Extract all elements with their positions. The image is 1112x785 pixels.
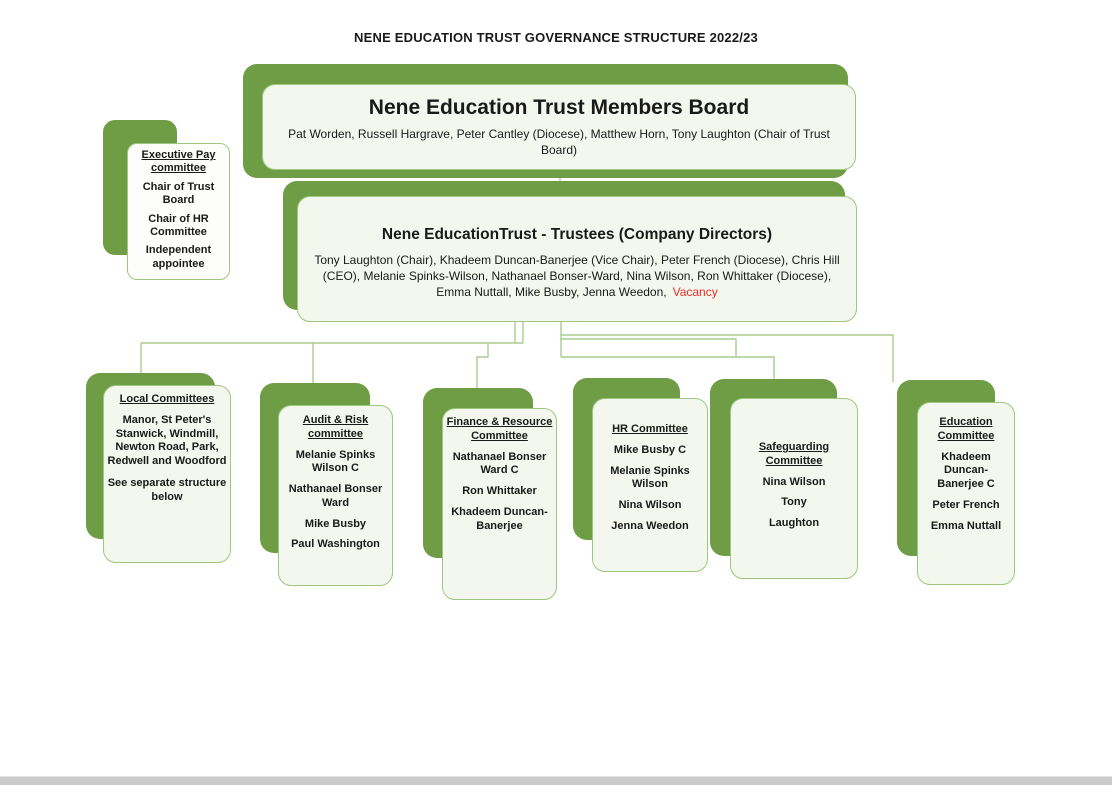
committee-member: Mike Busby C bbox=[613, 443, 687, 456]
committee-member: Tony bbox=[781, 496, 807, 509]
committee-member: Melanie Spinks Wilson C bbox=[295, 448, 376, 475]
committee-member: Jenna Weedon bbox=[611, 519, 689, 532]
trustees-panel: Nene EducationTrust - Trustees (Company … bbox=[297, 196, 857, 322]
hr-committee-panel: HR Committee Mike Busby C Melanie Spinks… bbox=[592, 398, 708, 572]
committee-member: Nina Wilson bbox=[762, 475, 826, 488]
committee-member: Nathanael Bonser Ward C bbox=[452, 450, 547, 477]
trustees-members: Tony Laughton (Chair), Khadeem Duncan-Ba… bbox=[312, 252, 842, 301]
page-title: NENE EDUCATION TRUST GOVERNANCE STRUCTUR… bbox=[354, 30, 758, 45]
trustees-box: Nene EducationTrust - Trustees (Company … bbox=[283, 181, 858, 323]
trustees-title: Nene EducationTrust - Trustees (Company … bbox=[381, 225, 773, 243]
committee-member: Paul Washington bbox=[291, 538, 380, 551]
committee-member: Khadeem Duncan-Banerjee C bbox=[937, 450, 995, 491]
hr-committee-box: HR Committee Mike Busby C Melanie Spinks… bbox=[573, 378, 709, 573]
members-board-title: Nene Education Trust Members Board bbox=[368, 95, 750, 119]
safeguarding-title: Safeguarding Committee bbox=[758, 441, 830, 467]
safeguarding-committee-box: Safeguarding Committee Nina Wilson Tony … bbox=[710, 379, 859, 579]
horizontal-scrollbar-track[interactable] bbox=[0, 776, 1112, 785]
local-committees-panel: Local Committees Manor, St Peter's Stanw… bbox=[103, 385, 231, 563]
executive-pay-title: Executive Pay committee bbox=[141, 149, 216, 175]
local-committees-schools: Manor, St Peter's Stanwick, Windmill, Ne… bbox=[107, 413, 227, 467]
members-board-box: Nene Education Trust Members Board Pat W… bbox=[243, 64, 857, 180]
audit-risk-committee-box: Audit & Risk committee Melanie Spinks Wi… bbox=[260, 383, 394, 587]
finance-resource-committee-box: Finance & Resource Committee Nathanael B… bbox=[423, 388, 558, 600]
executive-pay-committee-box: Executive Pay committee Chair of Trust B… bbox=[103, 120, 233, 282]
members-board-panel: Nene Education Trust Members Board Pat W… bbox=[262, 84, 856, 170]
committee-member: Melanie Spinks Wilson bbox=[610, 464, 690, 491]
executive-pay-item: Independent appointee bbox=[145, 244, 212, 270]
local-committees-note: See separate structure below bbox=[107, 476, 227, 503]
executive-pay-item: Chair of HR Committee bbox=[148, 212, 209, 239]
connector-drop-finance bbox=[476, 343, 489, 390]
trustees-members-text: Tony Laughton (Chair), Khadeem Duncan-Ba… bbox=[314, 252, 840, 300]
local-committees-box: Local Committees Manor, St Peter's Stanw… bbox=[86, 373, 232, 565]
connector-right-rail-step bbox=[561, 338, 737, 357]
committee-member: Laughton bbox=[768, 517, 820, 529]
committee-member: Nathanael Bonser Ward bbox=[288, 483, 383, 509]
executive-pay-item: Chair of Trust Board bbox=[142, 180, 215, 207]
connector-right-rail-education bbox=[561, 334, 894, 382]
committee-member: Nina Wilson bbox=[618, 499, 682, 511]
committee-member: Emma Nuttall bbox=[930, 519, 1002, 532]
audit-risk-title: Audit & Risk committee bbox=[302, 414, 369, 440]
executive-pay-panel: Executive Pay committee Chair of Trust B… bbox=[127, 143, 230, 280]
education-panel: Education Committee Khadeem Duncan-Baner… bbox=[917, 402, 1015, 585]
hr-committee-title: HR Committee bbox=[612, 423, 688, 435]
trustees-vacancy-label: Vacancy bbox=[672, 285, 718, 300]
committee-member: Ron Whittaker bbox=[462, 485, 537, 497]
education-title: Education Committee bbox=[937, 416, 995, 442]
finance-resource-panel: Finance & Resource Committee Nathanael B… bbox=[442, 408, 557, 600]
safeguarding-panel: Safeguarding Committee Nina Wilson Tony … bbox=[730, 398, 858, 579]
members-board-members: Pat Worden, Russell Hargrave, Peter Cant… bbox=[288, 126, 830, 157]
committee-member: Khadeem Duncan-Banerjee bbox=[451, 505, 548, 532]
committee-member: Peter French bbox=[932, 498, 1000, 511]
finance-resource-title: Finance & Resource Committee bbox=[446, 416, 553, 442]
local-committees-title: Local Committees bbox=[119, 393, 215, 405]
committee-member: Mike Busby bbox=[304, 517, 367, 530]
education-committee-box: Education Committee Khadeem Duncan-Baner… bbox=[897, 380, 1016, 586]
audit-risk-panel: Audit & Risk committee Melanie Spinks Wi… bbox=[278, 405, 393, 586]
